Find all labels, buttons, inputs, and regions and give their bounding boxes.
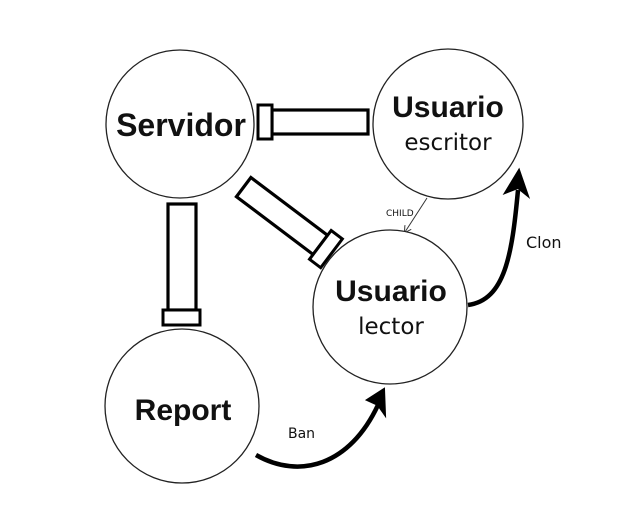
node-usuario-escritor-subtitle: escritor — [404, 130, 492, 156]
edge-clon — [467, 167, 531, 308]
edge-clon-label: Clon — [526, 233, 562, 252]
node-servidor-title: Servidor — [116, 107, 246, 143]
edge-child-label: CHILD — [386, 209, 414, 219]
node-usuario-lector-subtitle: lector — [358, 314, 424, 340]
edge-ban-label: Ban — [288, 426, 315, 442]
node-servidor: Servidor — [105, 49, 255, 199]
edge-child — [405, 197, 428, 232]
pipe-servidor-escritor — [256, 103, 370, 141]
node-usuario-escritor: Usuario escritor — [372, 48, 524, 200]
pipe-servidor-report — [161, 202, 202, 327]
node-usuario-lector: Usuario lector — [312, 229, 468, 385]
edge-ban — [254, 387, 387, 469]
node-usuario-escritor-title: Usuario — [392, 91, 504, 124]
node-usuario-lector-title: Usuario — [335, 275, 447, 308]
node-report: Report — [104, 328, 260, 484]
node-report-title: Report — [135, 394, 232, 427]
pipe-servidor-lector — [234, 175, 345, 270]
